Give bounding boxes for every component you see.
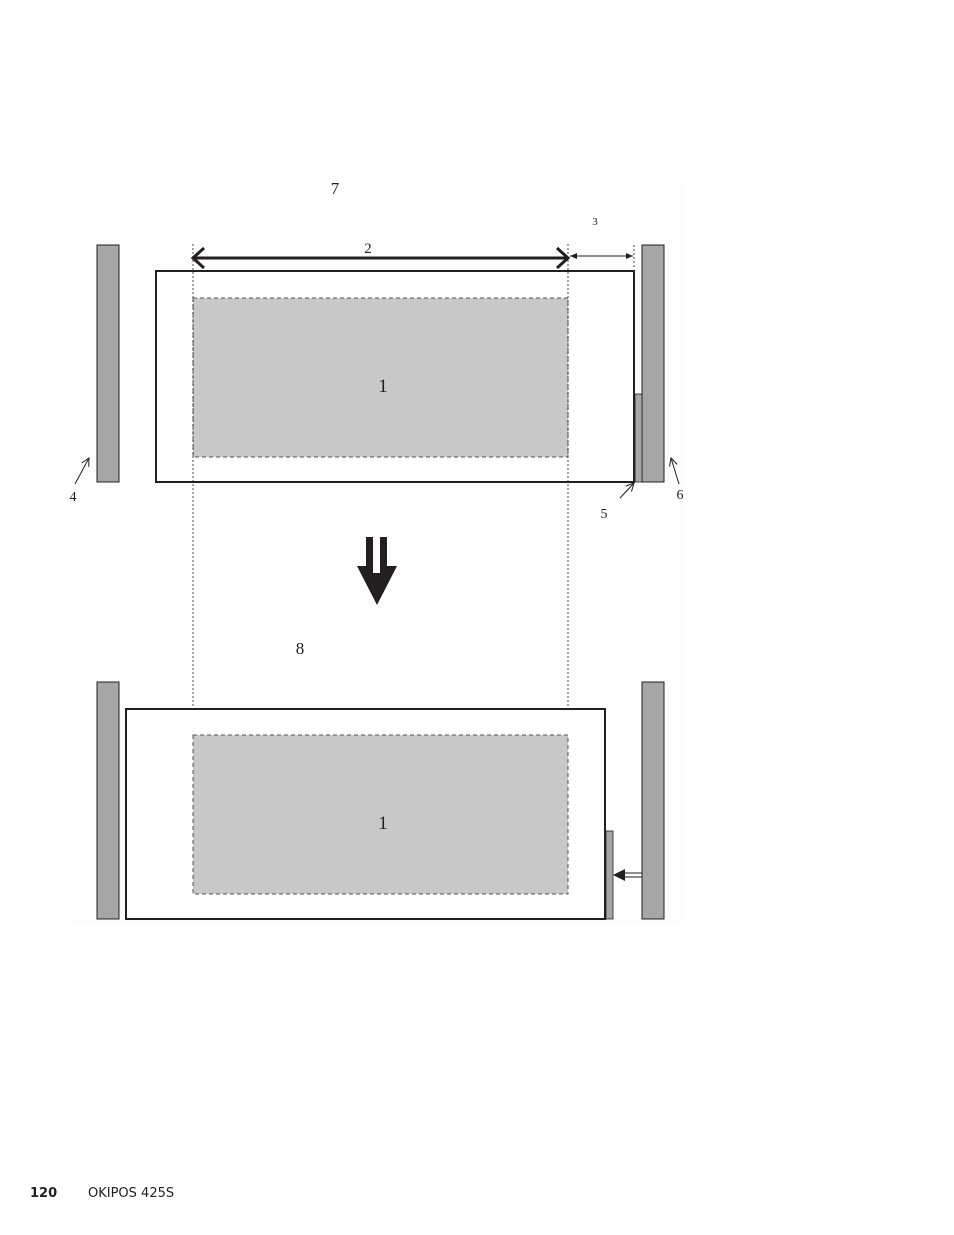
callout-4: 4 (70, 490, 77, 505)
callout-7: 7 (331, 179, 340, 198)
left-paper-guide-top (97, 245, 119, 482)
callout-8: 8 (296, 639, 305, 658)
callout-1-top: 1 (378, 376, 388, 397)
callout-6: 6 (677, 488, 684, 503)
callout-1-bottom: 1 (378, 813, 388, 834)
page-number: 120 (30, 1186, 88, 1201)
guide-tab-top (635, 394, 642, 482)
right-paper-guide-bottom (642, 682, 664, 919)
bottom-state: 1 (97, 682, 664, 919)
left-paper-guide-bottom (97, 682, 119, 919)
product-name: OKIPOS 425S (88, 1186, 174, 1201)
callout-3: 3 (592, 216, 598, 228)
right-paper-guide-top (642, 245, 664, 482)
guide-tab-bottom (606, 831, 613, 919)
callout-5: 5 (601, 507, 608, 522)
callout-2: 2 (364, 241, 372, 257)
